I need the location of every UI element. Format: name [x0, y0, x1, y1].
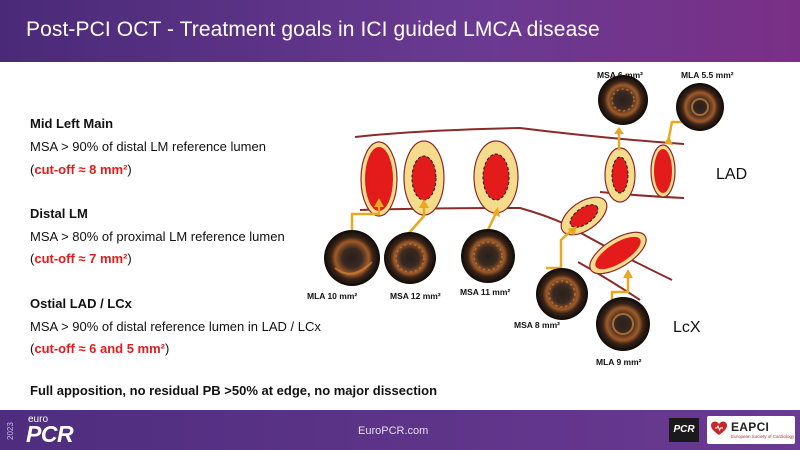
oct-msa-8: [536, 268, 588, 320]
final-note: Full apposition, no residual PB >50% at …: [30, 383, 438, 398]
footer-bar: 2023 euro PCR EuroPCR.com PCR EAPCI Euro…: [0, 410, 800, 450]
oct-msa-12: [384, 232, 436, 284]
segment-distal-lm: [473, 140, 519, 214]
section-cutoff-ostial: (cut-off ≈ 6 and 5 mm²): [30, 341, 170, 356]
segment-lm-2: [403, 140, 445, 216]
oct-images: [324, 75, 724, 351]
section-body-ostial: MSA > 90% of distal reference lumen in L…: [30, 319, 321, 334]
heart-icon: [711, 421, 727, 435]
eapci-subtext: European Society of Cardiology: [731, 434, 795, 439]
vessel-diagram: [324, 75, 724, 351]
section-heading-mid-lm: Mid Left Main: [30, 116, 114, 131]
section-cutoff-distal-lm: (cut-off ≈ 7 mm²): [30, 251, 132, 266]
cutoff-value: cut-off ≈ 7 mm²: [34, 251, 128, 266]
cutoff-value: cut-off ≈ 8 mm²: [34, 162, 128, 177]
oct-mla-10: [324, 230, 380, 286]
header-bar: Post-PCI OCT - Treatment goals in ICI gu…: [0, 0, 800, 62]
pcr-logo: PCR: [669, 418, 699, 442]
lcx-wall-upper: [577, 261, 641, 301]
label-mla-5-5: MLA 5.5 mm²: [681, 70, 734, 80]
label-msa-11: MSA 11 mm²: [460, 287, 511, 297]
eapci-logo: EAPCI European Society of Cardiology: [707, 416, 795, 444]
label-mla-10: MLA 10 mm²: [307, 291, 358, 301]
segment-mid-lm: [360, 141, 398, 217]
footer-year: 2023: [6, 422, 15, 440]
label-mla-9: MLA 9 mm²: [596, 357, 642, 367]
segment-ostial-lcx: [560, 196, 608, 236]
segment-distal-lad: [650, 144, 676, 198]
vessel-wall-top: [354, 126, 685, 145]
oct-msa-6: [598, 75, 648, 125]
europcr-logo-pcr: PCR: [26, 421, 74, 447]
segment-ostial-lad: [604, 147, 636, 203]
cutoff-value: cut-off ≈ 6 and 5 mm²: [34, 341, 165, 356]
stent-segments: [360, 140, 676, 275]
europcr-logo-euro: euro: [28, 414, 49, 425]
section-cutoff-mid-lm: (cut-off ≈ 8 mm²): [30, 162, 132, 177]
section-body-mid-lm: MSA > 90% of distal LM reference lumen: [30, 139, 266, 154]
label-msa-8: MSA 8 mm²: [514, 320, 560, 330]
section-body-distal-lm: MSA > 80% of proximal LM reference lumen: [30, 229, 285, 244]
footer-url[interactable]: EuroPCR.com: [358, 425, 429, 437]
oct-mla-5-5: [676, 83, 724, 131]
label-lad: LAD: [716, 166, 748, 183]
label-lcx: LcX: [673, 319, 701, 336]
oct-msa-11: [461, 229, 515, 283]
label-msa-12: MSA 12 mm²: [390, 291, 441, 301]
page-title: Post-PCI OCT - Treatment goals in ICI gu…: [26, 18, 600, 41]
section-heading-distal-lm: Distal LM: [30, 206, 88, 221]
label-msa-6: MSA 6 mm²: [597, 70, 643, 80]
section-heading-ostial: Ostial LAD / LCx: [30, 296, 132, 311]
segment-distal-lcx: [589, 231, 647, 275]
oct-mla-9: [596, 297, 650, 351]
arrowheads: [374, 127, 673, 278]
eapci-text: EAPCI: [731, 420, 770, 434]
